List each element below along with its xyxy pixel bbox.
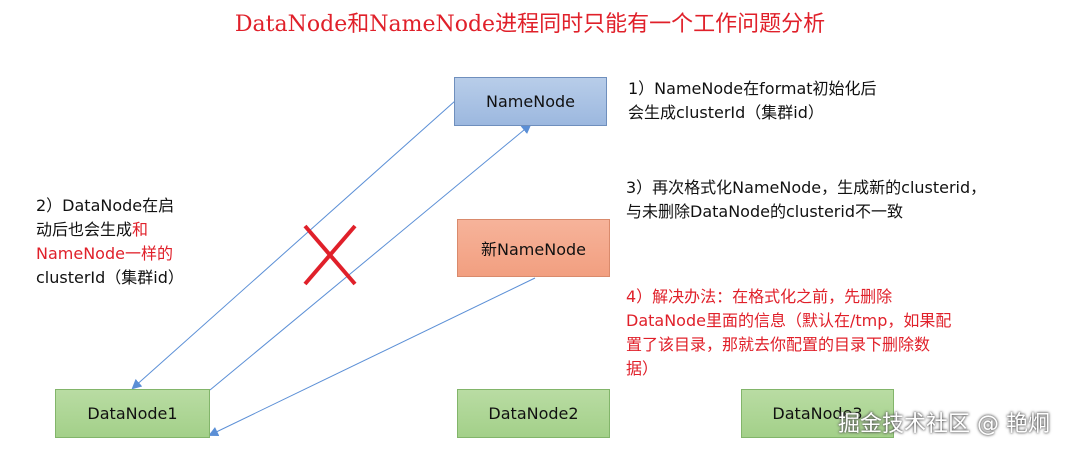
watermark: 掘金技术社区 @ 艳炯 (838, 412, 1050, 437)
note-3-line-1: 3）再次格式化NameNode，生成新的clusterid， (626, 178, 987, 197)
new-namenode-box: 新NameNode (457, 219, 610, 277)
note-1: 1）NameNode在format初始化后 会生成clusterId（集群id） (628, 77, 877, 125)
note-2-line-2-text: 动后也会生成 (36, 220, 133, 239)
note-4: 4）解决办法：在格式化之前，先删除 DataNode里面的信息（默认在/tmp，… (626, 285, 951, 381)
namenode-box: NameNode (454, 77, 607, 126)
datanode3-box: DataNode3 (741, 389, 894, 438)
note-2-line-1: 2）DataNode在启 (36, 196, 175, 215)
note-4-line-1: 4）解决办法：在格式化之前，先删除 (626, 287, 893, 306)
note-2-line-2: 动后也会生成和 (36, 218, 184, 242)
datanode1-box: DataNode1 (55, 389, 210, 438)
note-2: 2）DataNode在启 动后也会生成和 NameNode一样的 cluster… (36, 194, 184, 290)
arrow-namenode-to-datanode1 (131, 100, 456, 390)
red-cross-mark (303, 224, 357, 286)
note-2-line-4: clusterId（集群id） (36, 268, 184, 287)
page-title: DataNode和NameNode进程同时只能有一个工作问题分析 (234, 12, 826, 37)
note-4-line-3: 置了该目录，那就去你配置的目录下删除数 (626, 335, 931, 354)
note-2-line-2-highlight: 和 (132, 220, 149, 239)
note-1-line-2: 会生成clusterId（集群id） (628, 103, 824, 122)
note-3-line-2: 与未删除DataNode的clusterid不一致 (626, 202, 903, 221)
note-2-line-3: NameNode一样的 (36, 244, 173, 263)
note-4-line-2: DataNode里面的信息（默认在/tmp，如果配 (626, 311, 952, 330)
note-1-line-1: 1）NameNode在format初始化后 (628, 79, 877, 98)
datanode2-box: DataNode2 (457, 389, 610, 438)
note-4-line-4: 据） (626, 359, 659, 378)
note-3: 3）再次格式化NameNode，生成新的clusterid， 与未删除DataN… (626, 176, 986, 224)
arrow-datanode1-to-namenode (209, 123, 532, 391)
arrow-new-namenode-to-datanode1 (208, 277, 536, 437)
